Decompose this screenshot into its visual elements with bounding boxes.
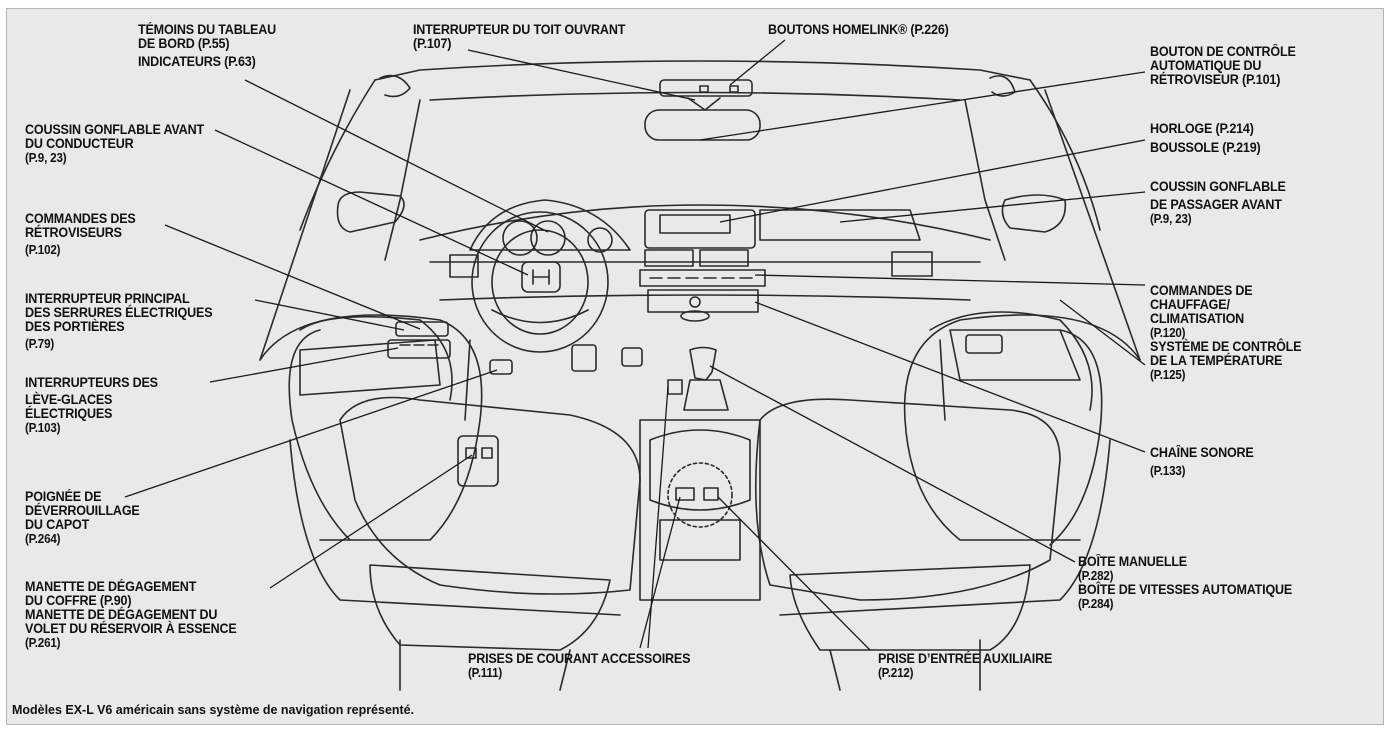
overhead-console bbox=[659, 79, 753, 97]
window-switch-panel bbox=[387, 339, 451, 359]
label-chaine-sonore: CHAÎNE SONORE (P.133) bbox=[1150, 445, 1254, 479]
label-coussin-passager: COUSSIN GONFLABLE DE PASSAGER AVANT (P.9… bbox=[1150, 179, 1286, 227]
center-display bbox=[659, 214, 731, 234]
label-leve-glaces: INTERRUPTEURS DES LÈVE-GLACES ÉLECTRIQUE… bbox=[25, 375, 158, 436]
rearview-mirror bbox=[644, 109, 761, 141]
leader-prises-2 bbox=[647, 386, 669, 649]
climate-controls bbox=[639, 269, 766, 287]
windshield bbox=[374, 60, 1031, 81]
label-homelink: BOUTONS HOMELINK® (P.226) bbox=[768, 22, 949, 37]
leader-poignee bbox=[124, 369, 498, 498]
label-retroviseur-auto: BOUTON DE CONTRÔLE AUTOMATIQUE DU RÉTROV… bbox=[1150, 44, 1296, 87]
label-poignee-capot: POIGNÉE DE DÉVERROUILLAGE DU CAPOT (P.26… bbox=[25, 489, 140, 547]
right-mirror bbox=[1001, 194, 1067, 233]
trunk-release-switch bbox=[457, 435, 499, 487]
label-prises-courant: PRISES DE COURANT ACCESSOIRES (P.111) bbox=[468, 651, 691, 681]
leader-boite bbox=[709, 365, 1076, 563]
leader-homelink bbox=[729, 39, 786, 86]
leader-leve-glaces bbox=[209, 347, 399, 383]
leader-chauffage bbox=[754, 274, 1146, 286]
leader-commandes-retro bbox=[164, 224, 421, 330]
right-door bbox=[903, 314, 1141, 541]
leader-toit bbox=[467, 49, 696, 101]
audio-panel bbox=[647, 289, 759, 313]
label-prise-auxiliaire: PRISE D’ENTRÉE AUXILIAIRE (P.212) bbox=[878, 651, 1053, 681]
leader-coussin-cond bbox=[214, 129, 529, 276]
leader-serrures bbox=[254, 299, 405, 331]
center-console bbox=[639, 419, 761, 601]
label-temoins: TÉMOINS DU TABLEAU DE BORD (P.55) INDICA… bbox=[138, 22, 277, 69]
footnote: Modèles EX-L V6 américain sans système d… bbox=[12, 702, 415, 717]
diagram-frame bbox=[6, 8, 1384, 725]
left-seat bbox=[339, 396, 641, 595]
instrument-cluster bbox=[469, 199, 631, 251]
label-commandes-retroviseurs: COMMANDES DES RÉTROVISEURS (P.102) bbox=[25, 211, 136, 258]
label-boite: BOÎTE MANUELLE (P.282) BOÎTE DE VITESSES… bbox=[1078, 554, 1293, 612]
label-manette: MANETTE DE DÉGAGEMENT DU COFFRE (P.90) M… bbox=[25, 579, 237, 651]
leader-horloge bbox=[719, 139, 1146, 223]
label-toit-ouvrant: INTERRUPTEUR DU TOIT OUVRANT (P.107) bbox=[413, 22, 626, 51]
leader-lines bbox=[124, 39, 1146, 651]
left-mirror bbox=[336, 191, 405, 233]
leader-manette bbox=[269, 454, 473, 589]
leader-chaine bbox=[754, 301, 1146, 453]
label-coussin-conducteur: COUSSIN GONFLABLE AVANT DU CONDUCTEUR (P… bbox=[25, 122, 204, 166]
passenger-airbag-area bbox=[759, 209, 921, 241]
power-outlet bbox=[675, 487, 695, 501]
leader-temperature bbox=[1059, 299, 1146, 366]
windshield-lower bbox=[429, 91, 961, 101]
shift-lever bbox=[689, 346, 717, 381]
steering-wheel bbox=[471, 211, 609, 353]
label-chauffage: COMMANDES DE CHAUFFAGE/ CLIMATISATION (P… bbox=[1150, 283, 1302, 383]
label-horloge-boussole: HORLOGE (P.214) BOUSSOLE (P.219) bbox=[1150, 121, 1261, 155]
label-serrures: INTERRUPTEUR PRINCIPAL DES SERRURES ÉLEC… bbox=[25, 291, 213, 352]
dashboard bbox=[419, 204, 991, 241]
leader-coussin-pass bbox=[839, 191, 1146, 223]
lock-switch-panel bbox=[395, 321, 449, 337]
aux-jack bbox=[703, 487, 719, 501]
leader-retro-auto bbox=[699, 71, 1146, 141]
leader-prises-1 bbox=[639, 496, 681, 649]
hood-release bbox=[489, 359, 513, 375]
leader-aux bbox=[717, 496, 871, 651]
leader-temoins bbox=[244, 79, 549, 233]
